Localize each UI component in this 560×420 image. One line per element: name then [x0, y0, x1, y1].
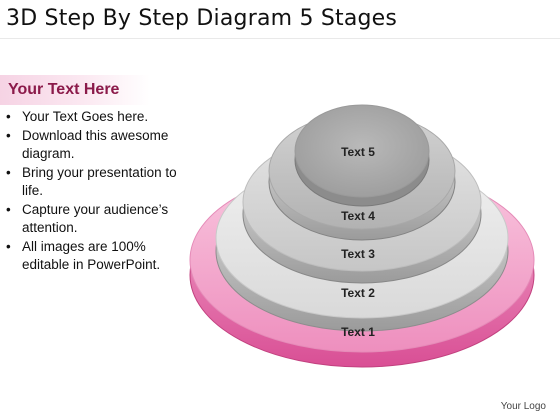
bullet-item-1: Your Text Goes here.: [4, 108, 184, 127]
page-title: 3D Step By Step Diagram 5 Stages: [6, 6, 398, 31]
stage-5-label: Text 5: [341, 145, 375, 159]
title-divider: [0, 38, 560, 39]
stage-5-disc: [294, 104, 430, 207]
bullet-item-5: All images are 100% editable in PowerPoi…: [4, 238, 184, 275]
stage-2-label: Text 2: [341, 286, 375, 300]
subheading-band: Your Text Here: [0, 75, 150, 105]
bullet-item-4: Capture your audience’s attention.: [4, 201, 184, 238]
bullet-item-3: Bring your presentation to life.: [4, 164, 184, 201]
stage-3-label: Text 3: [341, 247, 375, 261]
bullet-list: Your Text Goes here. Download this aweso…: [4, 108, 184, 275]
subheading: Your Text Here: [8, 81, 120, 98]
stage-1-label: Text 1: [341, 325, 375, 339]
bullet-item-2: Download this awesome diagram.: [4, 127, 184, 164]
stage-4-label: Text 4: [341, 209, 375, 223]
logo-placeholder: Your Logo: [500, 401, 546, 412]
